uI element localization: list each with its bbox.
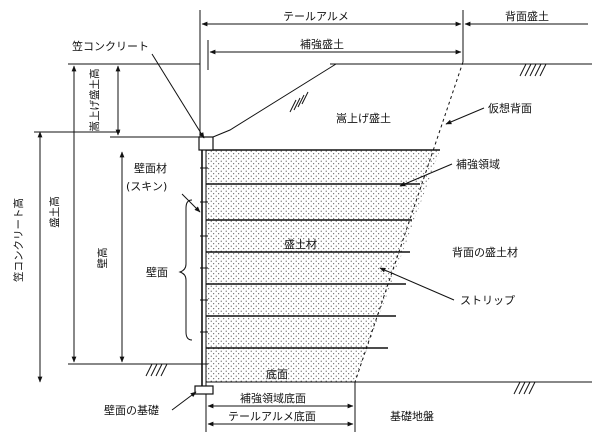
wall-material-label: 壁面材 [134,161,167,175]
surcharge-height-label: 嵩上げ盛土高 [88,69,101,132]
wall-face-label: 壁面 [146,265,168,279]
reinforced-zone-label: 補強領域 [456,157,500,171]
foundation-ground-label: 基礎地盤 [390,410,434,423]
wall-height-label: 壁高 [96,248,109,269]
reinforced-zone-leader [399,163,453,187]
terre-armee-label: テールアルメ [283,10,349,23]
strips [206,149,440,349]
back-fill-material-label: 背面の盛土材 [452,245,518,259]
wall-material-leader [181,193,201,213]
strip-label: ストリップ [460,294,515,307]
wall-foundation-leader [171,391,197,411]
wall-foundation-label: 壁面の基礎 [104,403,159,417]
wall-face-brace [178,199,193,341]
top-right-hatch [519,63,547,77]
bottom-left-hatch [145,363,168,377]
slope-hatch [289,91,309,113]
coping-concrete-block [198,136,214,151]
wall-foundation-block [194,385,214,395]
reinforced-zone-base-label: 補強領域底面 [240,391,306,405]
fill-height-label: 盛土高 [48,196,61,228]
fill-material-label: 盛土材 [284,237,317,251]
virtual-back-face-label: 仮想背面 [488,101,532,115]
virtual-back-face-line [354,61,464,383]
bottom-face-label: 底面 [266,367,288,381]
terre-armee-base-label: テールアルメ底面 [228,409,316,423]
skin-label: (スキン) [126,180,167,193]
coping-height-label: 笠コンクリート高 [12,198,25,282]
bottom-right-hatch [513,381,536,395]
coping-concrete-label: 笠コンクリート [72,39,149,53]
reinforced-fill-label: 補強盛土 [300,37,344,51]
strip-leader [379,267,455,301]
coping-leader [151,53,205,139]
backfill-label: 背面盛土 [505,9,549,23]
surcharge-slope [212,63,337,138]
surcharge-fill-label: 嵩上げ盛土 [336,111,391,125]
virtual-back-face-leader [445,107,485,125]
reinforced-zone-fill [206,150,440,382]
wall-face [200,150,208,386]
